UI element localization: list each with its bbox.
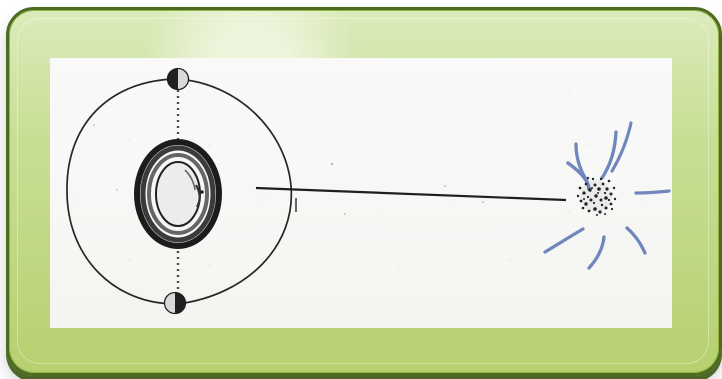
sun-ray <box>627 228 645 253</box>
speck <box>344 213 346 215</box>
sun-icon <box>545 123 669 268</box>
speck <box>331 163 333 165</box>
moon-bottom-icon <box>165 293 186 314</box>
sun-ray <box>602 132 616 178</box>
speck <box>93 124 95 126</box>
moon-top-icon <box>168 69 189 90</box>
speck <box>482 201 484 203</box>
earth-sun-line <box>256 188 566 200</box>
sun-core <box>577 177 616 216</box>
speck <box>444 185 446 187</box>
sun-ray <box>589 237 604 268</box>
sun-ray <box>636 191 669 193</box>
earth-orbit-icon <box>137 142 219 246</box>
sun-ray <box>545 229 583 252</box>
speck <box>116 189 118 191</box>
orbit-group <box>67 69 296 314</box>
